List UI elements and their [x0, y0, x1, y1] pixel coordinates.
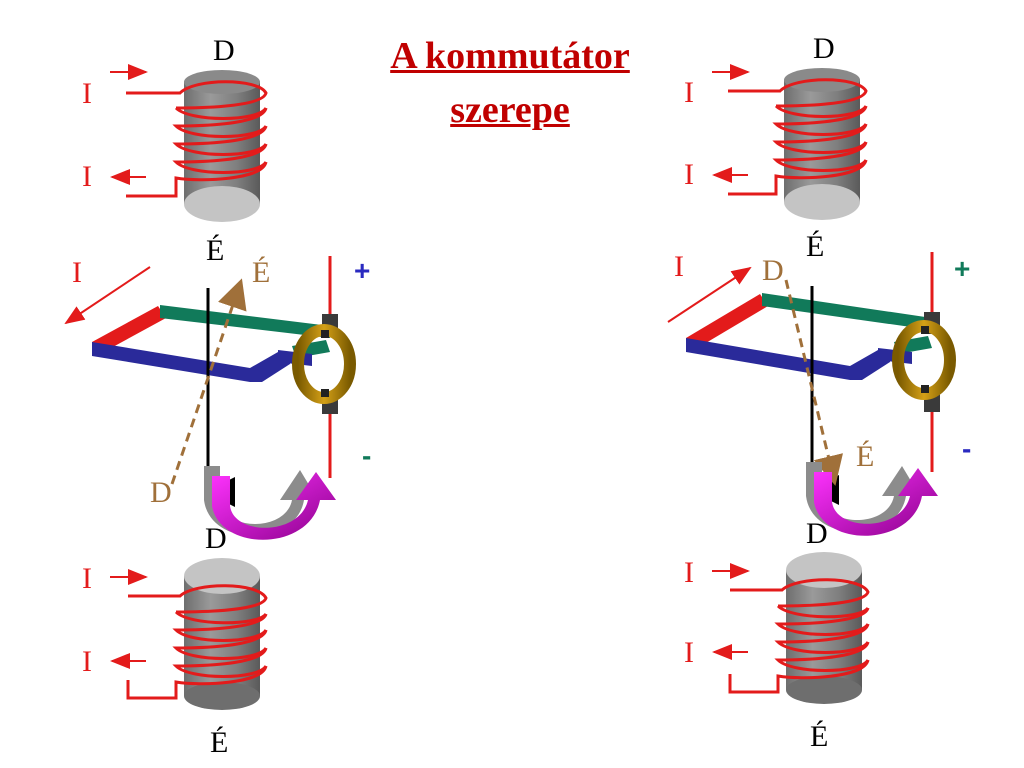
left-dashed-top-label: É [252, 256, 270, 289]
right-top-coil [728, 78, 868, 196]
left-plus-sign: + [354, 255, 370, 286]
left-bottom-south-label: É [210, 726, 228, 759]
left-loop-current-arrow [64, 266, 151, 325]
left-bottom-current-out-label: I [82, 645, 92, 678]
left-loop-green-segment [160, 305, 330, 338]
page-title-line-1: A kommutátor [390, 35, 630, 77]
left-top-current-in-label: I [82, 77, 92, 110]
right-top-current-out-label: I [684, 158, 694, 191]
right-minus-sign: - [962, 433, 971, 464]
left-armature: I + - É D [64, 255, 371, 540]
left-top-electromagnet: I I D É [82, 34, 268, 267]
right-bottom-current-out-label: I [684, 636, 694, 669]
left-bottom-current-in-label: I [82, 562, 92, 595]
right-armature: I + - D É [667, 250, 971, 536]
right-bottom-electromagnet: I I D É [684, 517, 870, 753]
right-top-south-label: É [806, 230, 824, 263]
page-title-line-2: szerepe [450, 89, 570, 131]
right-loop-green-segment [762, 293, 932, 330]
right-loop-red-segment [686, 294, 768, 350]
left-bottom-north-label: D [205, 522, 227, 555]
right-dashed-field-line [784, 279, 843, 486]
left-dashed-bottom-label: D [150, 476, 172, 509]
right-kommutator: + - [892, 252, 971, 472]
left-loop-current-label: I [72, 256, 82, 289]
left-top-current-out-label: I [82, 160, 92, 193]
left-bottom-electromagnet: I I D É [82, 522, 268, 759]
right-bottom-south-label: É [810, 720, 828, 753]
right-top-current-in-label: I [684, 76, 694, 109]
left-top-south-label: É [206, 234, 224, 267]
left-bottom-pole-cylinder [184, 558, 260, 710]
left-bottom-coil [126, 584, 268, 700]
right-loop-blue-segment [686, 338, 850, 380]
left-minus-sign: - [362, 440, 371, 471]
left-loop-blue-segment [92, 342, 250, 382]
left-top-north-label: D [213, 34, 235, 67]
right-top-north-label: D [813, 32, 835, 65]
right-dashed-top-label: D [762, 254, 784, 287]
left-kommutator: + - [292, 255, 371, 478]
right-bottom-current-in-label: I [684, 556, 694, 589]
left-loop-red-segment [92, 306, 166, 354]
right-loop-current-arrow [667, 266, 752, 323]
right-bottom-coil [728, 578, 870, 694]
right-dashed-bottom-label: É [856, 440, 874, 473]
right-loop-wire [686, 293, 932, 380]
right-loop-current-label: I [674, 250, 684, 283]
left-rotation-arrow [204, 466, 336, 540]
right-top-pole-cylinder [784, 68, 860, 220]
right-plus-sign: + [954, 253, 970, 284]
left-dashed-field-line [170, 278, 247, 485]
left-top-pole-cylinder [184, 70, 260, 222]
left-top-coil [126, 80, 268, 198]
right-bottom-north-label: D [806, 517, 828, 550]
right-bottom-pole-cylinder [786, 552, 862, 704]
right-top-electromagnet: I I D É [684, 32, 868, 263]
right-rotation-arrow [806, 462, 938, 536]
